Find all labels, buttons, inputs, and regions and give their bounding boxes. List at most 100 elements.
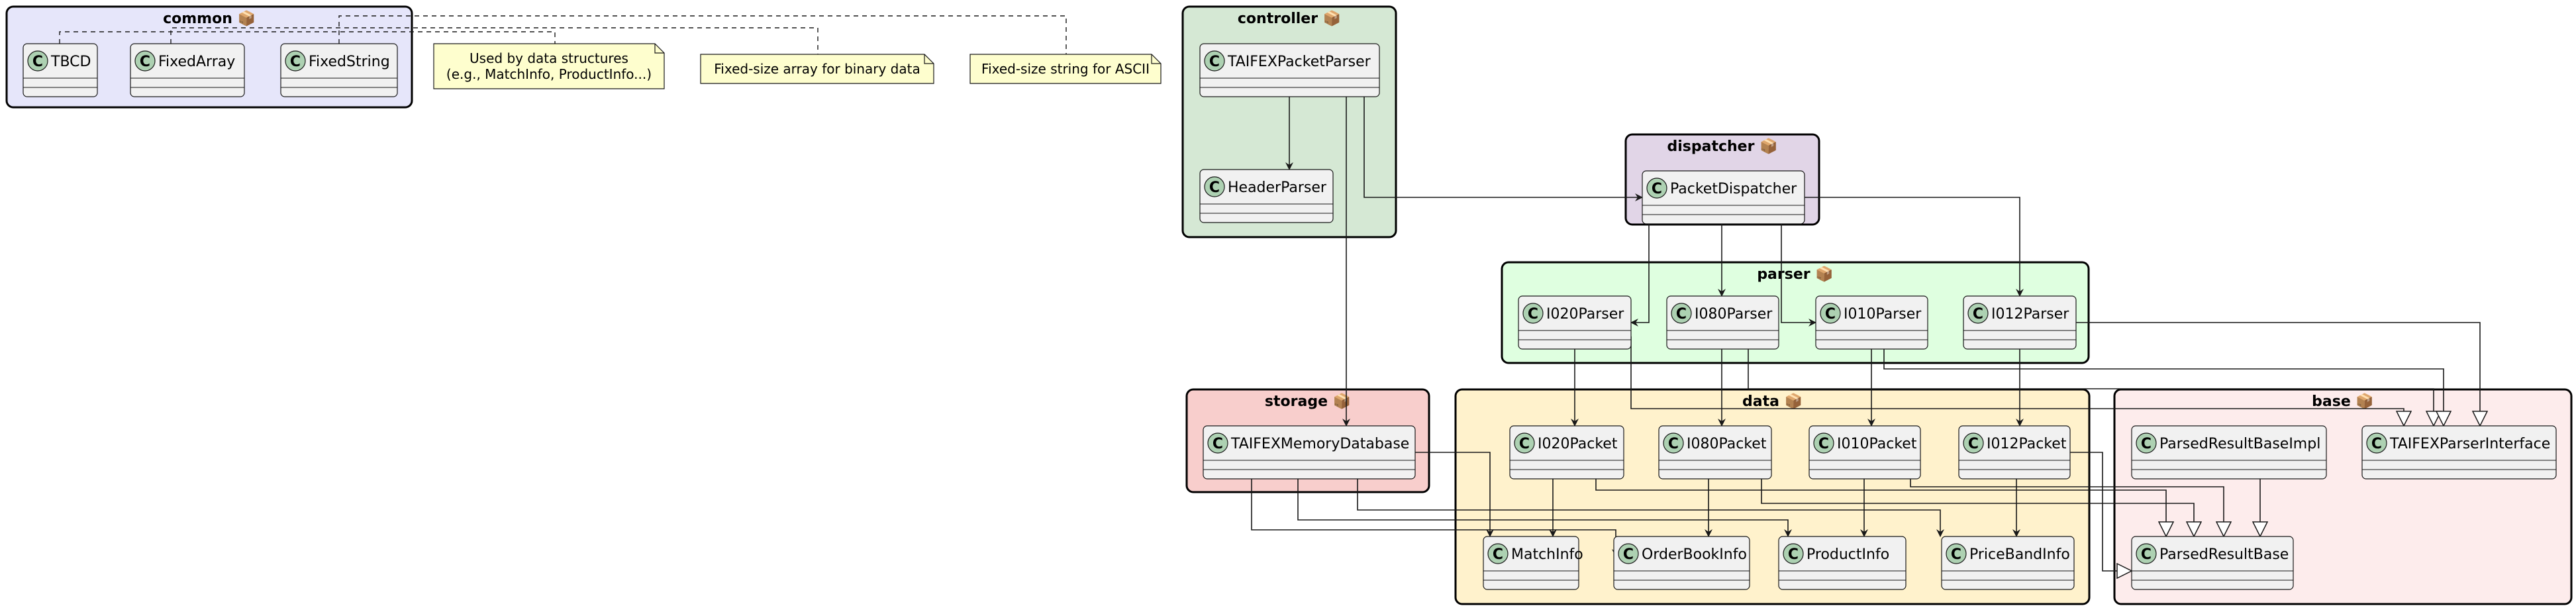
class-name: I080Parser — [1695, 306, 1773, 323]
class-stereotype-icon — [1820, 303, 1841, 324]
class-c-glyph-icon: C — [2141, 546, 2152, 563]
class-name: FixedString — [309, 54, 390, 70]
class-stereotype-icon — [1646, 177, 1667, 199]
class-box — [1203, 425, 1416, 480]
class-c-glyph-icon: C — [1209, 54, 1220, 70]
relation-TAIFEXMemoryDatabase-to-PriceBandInfo — [1357, 479, 1944, 537]
class-box — [1658, 425, 1772, 480]
note1-text: (e.g., MatchInfo, ProductInfo...) — [446, 66, 652, 82]
class-stereotype-icon — [1663, 432, 1684, 454]
relation-I012Packet-to-ParsedResultBase — [2070, 452, 2132, 571]
class-ParsedResultBaseImpl[interactable]: C ParsedResultBaseImpl — [2131, 425, 2327, 480]
relation-TAIFEXMemoryDatabase-to-ProductInfo — [1297, 479, 1792, 537]
class-stereotype-icon — [1963, 432, 1984, 454]
class-name: PacketDispatcher — [1670, 181, 1797, 197]
class-box — [1613, 536, 1750, 590]
class-c-glyph-icon: C — [32, 54, 43, 70]
class-stereotype-icon — [1204, 176, 1225, 197]
package-controller-title: controller 📦 — [1238, 10, 1341, 27]
class-stereotype-icon — [2136, 543, 2157, 564]
class-stereotype-icon — [27, 50, 48, 72]
class-box — [130, 43, 245, 97]
relation-PacketDispatcher-to-I012Parser — [1805, 197, 2024, 297]
class-box — [1778, 536, 1907, 590]
class-TBCD[interactable]: C TBCD — [23, 43, 98, 97]
relation-PacketDispatcher-to-I010Parser — [1781, 224, 1816, 327]
relation-PacketDispatcher-to-I020Parser — [1630, 224, 1650, 327]
class-stereotype-icon — [1618, 543, 1639, 564]
class-c-glyph-icon: C — [1973, 306, 1983, 323]
notes-layer: Used by data structures(e.g., MatchInfo,… — [59, 15, 1162, 89]
relation-I080Packet-to-ParsedResultBase — [1761, 479, 2194, 536]
class-name: I010Parser — [1844, 306, 1922, 323]
relation-TAIFEXMemoryDatabase-to-MatchInfo — [1415, 452, 1494, 537]
class-stereotype-icon — [1204, 50, 1225, 72]
class-box — [280, 43, 398, 97]
class-box — [1518, 295, 1632, 350]
note2-text: Fixed-size array for binary data — [714, 61, 920, 77]
class-stereotype-icon — [1946, 543, 1967, 564]
class-name: TBCD — [50, 54, 91, 70]
note3: Fixed-size string for ASCII — [969, 54, 1162, 84]
class-c-glyph-icon: C — [1623, 546, 1634, 563]
note1-link — [59, 31, 556, 44]
class-c-glyph-icon: C — [1818, 436, 1829, 452]
note1-fold-corner — [654, 44, 664, 54]
class-box — [1958, 425, 2071, 480]
package-data-title: data 📦 — [1742, 393, 1803, 410]
class-name: ProductInfo — [1807, 546, 1889, 563]
note2-fold-corner — [924, 54, 934, 64]
class-name: I012Packet — [1987, 436, 2067, 452]
note1-box — [433, 43, 665, 89]
class-name: ParsedResultBaseImpl — [2159, 436, 2320, 452]
package-storage-title: storage 📦 — [1265, 393, 1351, 410]
relation-I020Parser-to-TAIFEXParserInterface — [1630, 336, 2404, 426]
note2: Fixed-size array for binary data — [700, 54, 934, 84]
class-name: FixedArray — [158, 54, 235, 70]
class-box — [1642, 170, 1805, 225]
class-stereotype-icon — [1813, 432, 1834, 454]
class-box — [1199, 169, 1334, 223]
class-ParsedResultBase[interactable]: C ParsedResultBase — [2131, 536, 2294, 590]
note2-link — [170, 27, 818, 54]
note1: Used by data structures(e.g., MatchInfo,… — [433, 43, 665, 89]
class-box — [1666, 295, 1779, 350]
class-box — [2131, 425, 2327, 480]
package-dispatcher-title: dispatcher 📦 — [1667, 138, 1777, 155]
class-c-glyph-icon: C — [1519, 436, 1530, 452]
relation-I012Parser-to-TAIFEXParserInterface — [2076, 322, 2480, 426]
class-c-glyph-icon: C — [1825, 306, 1836, 323]
class-stereotype-icon — [1207, 432, 1228, 454]
class-name: I020Parser — [1546, 306, 1624, 323]
class-stereotype-icon — [2136, 432, 2157, 454]
class-stereotype-icon — [2366, 432, 2387, 454]
class-c-glyph-icon: C — [2141, 436, 2152, 452]
class-c-glyph-icon: C — [1213, 436, 1223, 452]
class-box — [1199, 43, 1380, 97]
class-stereotype-icon — [1487, 543, 1509, 564]
relation-I010Parser-to-TAIFEXParserInterface — [1883, 349, 2444, 426]
class-name: MatchInfo — [1511, 546, 1583, 563]
class-name: ParsedResultBase — [2159, 546, 2289, 563]
class-I010Parser[interactable]: C I010Parser — [1815, 295, 1928, 350]
